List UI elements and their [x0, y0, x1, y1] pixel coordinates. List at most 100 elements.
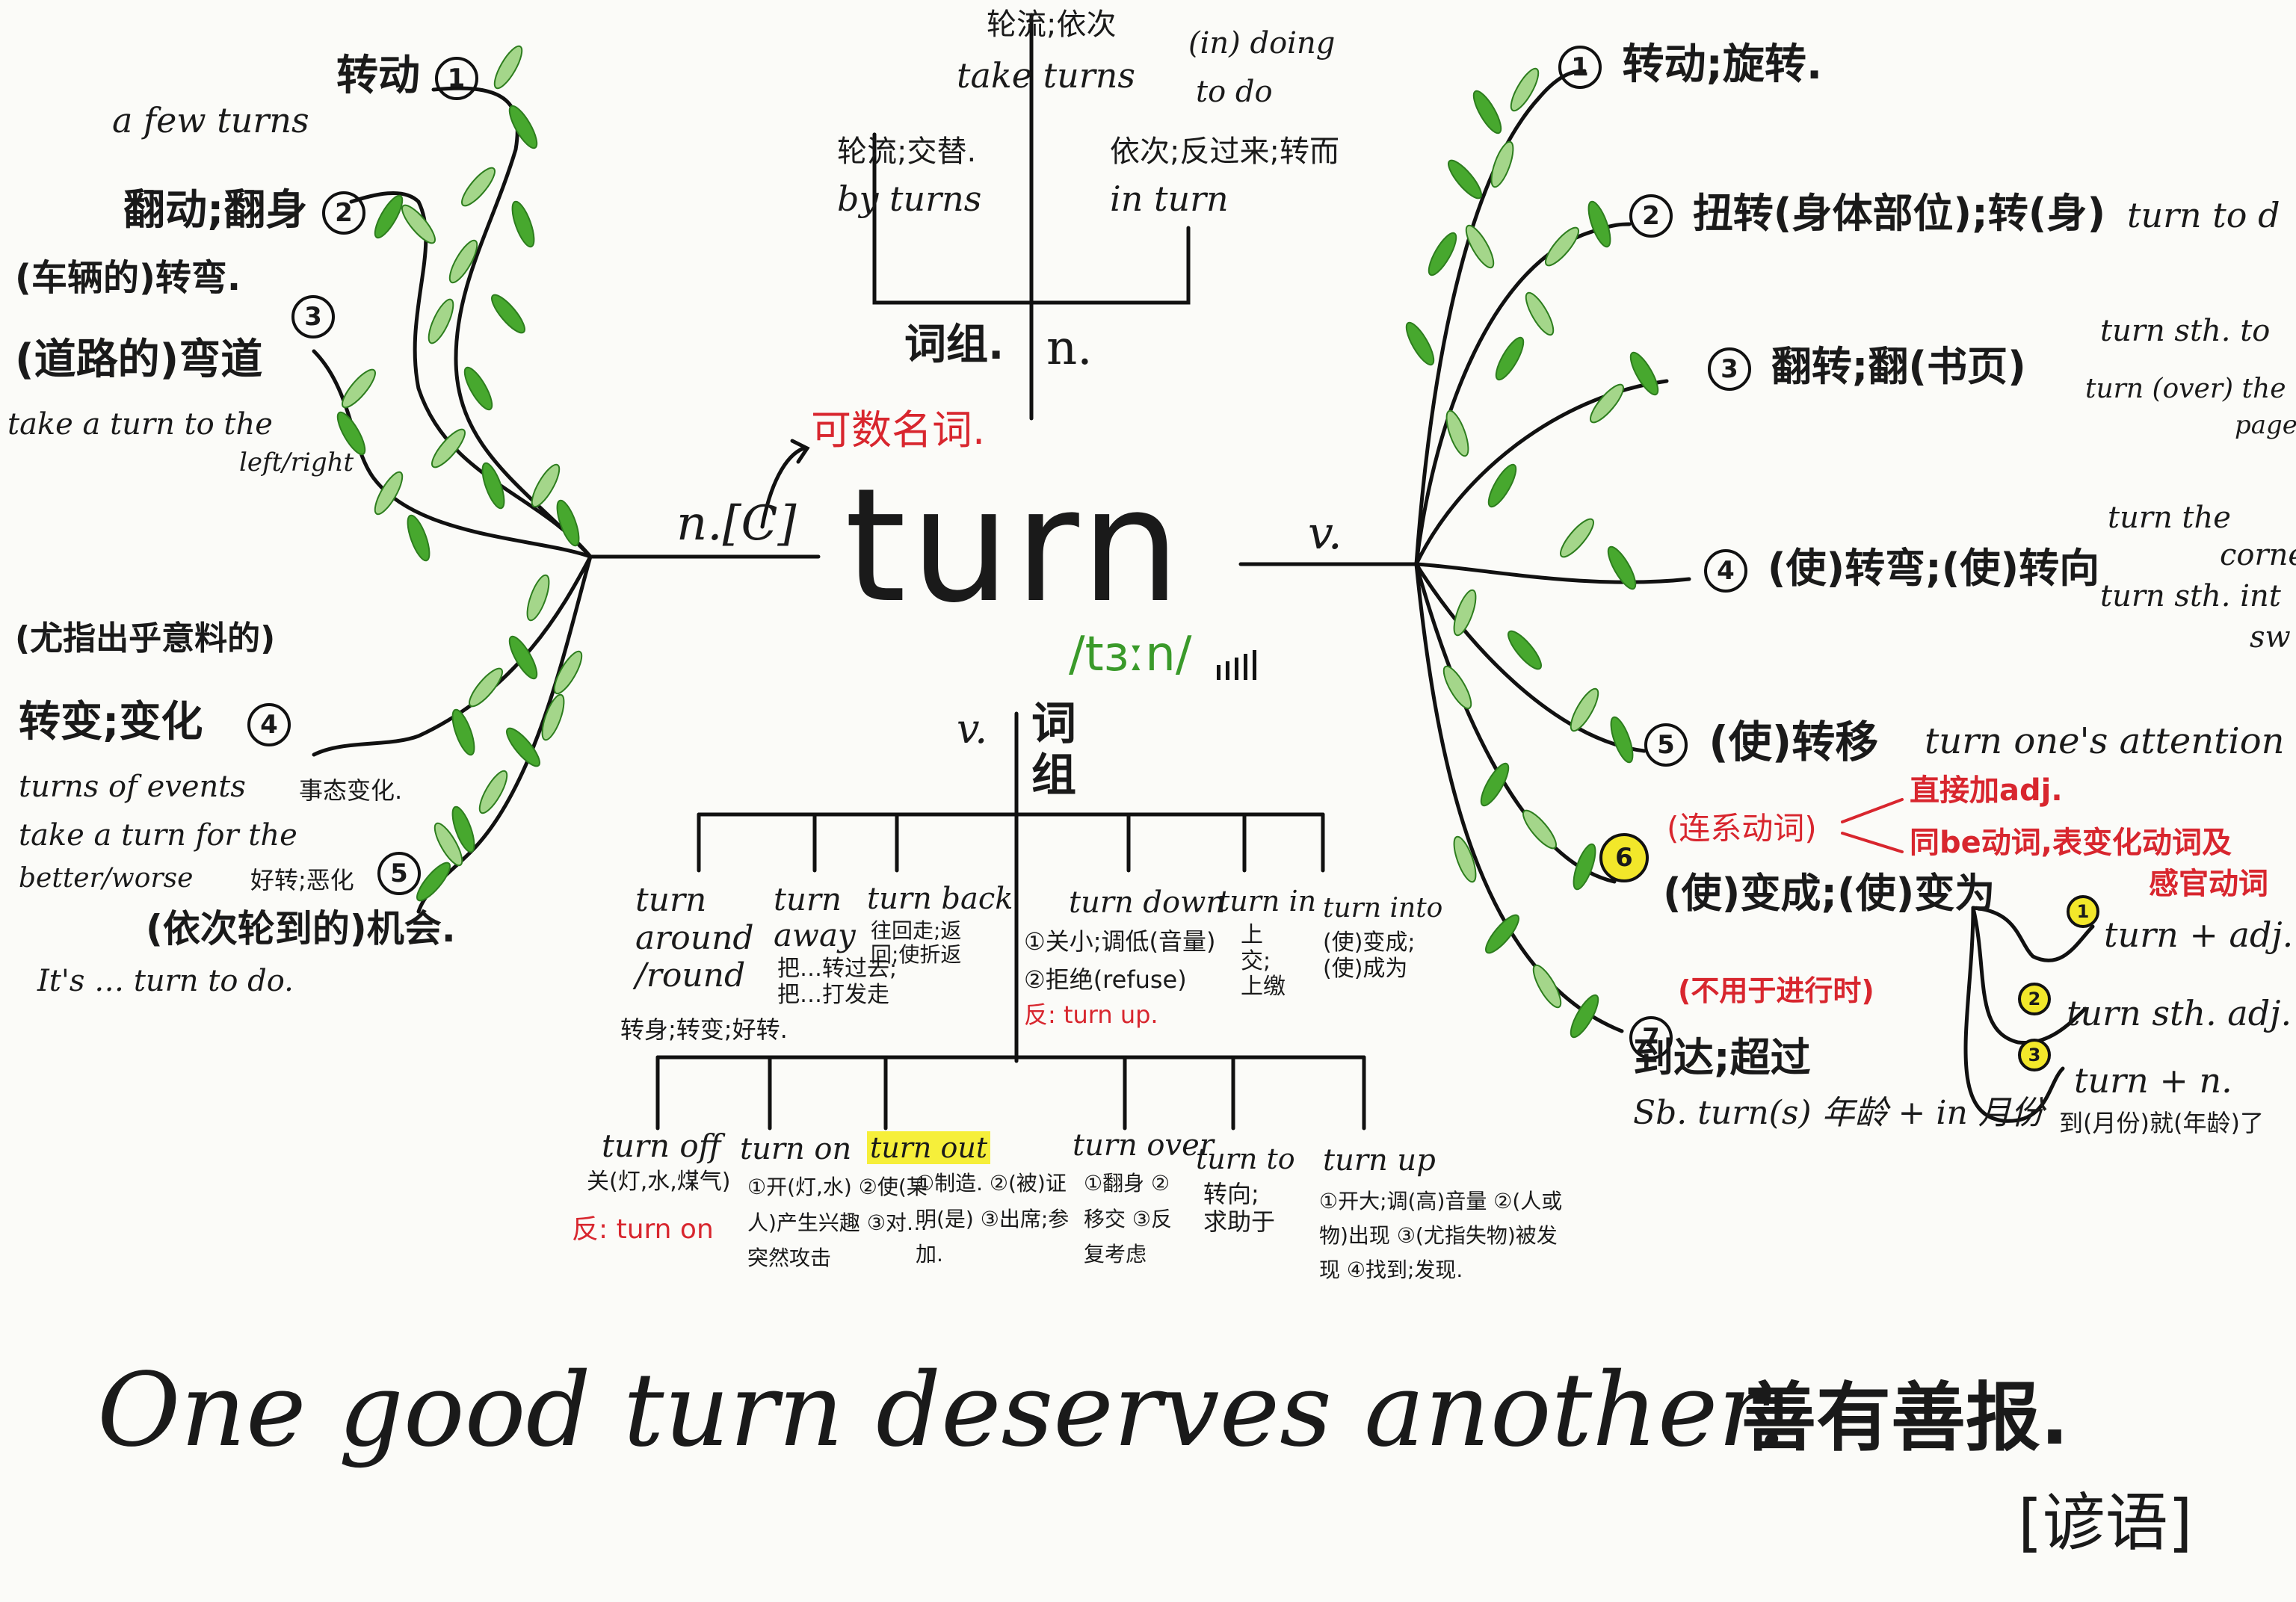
noun-sense-5-label: (依次轮到的)机会.: [146, 907, 456, 950]
verb-sense-4-ex3: turn sth. int: [2100, 579, 2281, 613]
verb-sense-6-note: (连系动词): [1667, 810, 1817, 847]
phrase-row1-2-head: turn back: [867, 882, 1013, 916]
phrase-row1-5-cn: (使)变成;(使)成为: [1323, 930, 1416, 982]
phrase-box-label-pos: n.: [1046, 321, 1093, 376]
verb-sense-6-sub3-num: 3: [2018, 1039, 2051, 1071]
verb-sense-6-sub2: turn sth. adj.: [2067, 993, 2292, 1033]
proverb-tag: [谚语]: [2018, 1486, 2193, 1559]
verb-sense-3: 3 翻转;翻(书页): [1708, 343, 2026, 392]
leaf-decoration: [407, 514, 430, 562]
leaf-decoration: [1607, 545, 1637, 590]
noun-sense-1-example: a few turns: [112, 100, 309, 140]
leaf-decoration: [508, 105, 538, 149]
phrase-row1-3-cn: ①关小;调低(音量) ②拒绝(refuse): [1024, 927, 1216, 995]
leaf-decoration: [541, 693, 565, 741]
phrase-row2-5-head: turn up: [1323, 1143, 1436, 1178]
noun-sense-5-example: It's … turn to do.: [37, 964, 294, 998]
leaf-decoration: [431, 428, 466, 468]
leaf-decoration: [1428, 232, 1457, 276]
leaf-decoration: [1442, 665, 1472, 710]
in-turn: in turn: [1110, 179, 1229, 219]
phrase-row1-1-head: turn away: [774, 881, 856, 954]
verb-sense-4-ex4: sw: [2250, 620, 2291, 655]
phrase-row2-0-head: turn off: [602, 1128, 721, 1164]
verb-sense-6-note-b: 同be动词,表变化动词及: [1910, 826, 2232, 860]
noun-sense-4-label: 转变;变化: [19, 698, 203, 746]
verb-sense-4-label: (使)转弯;(使)转向: [1767, 545, 2100, 592]
leaf-decoration: [506, 727, 540, 767]
leaf-decoration: [1453, 589, 1477, 637]
leaf-decoration: [463, 366, 493, 411]
leaf-decoration: [416, 862, 451, 902]
verb-sense-2-label: 扭转(身体部位);转(身): [1692, 190, 2106, 237]
leaf-decoration: [1405, 321, 1435, 366]
leaf-decoration: [491, 294, 525, 334]
leaf-decoration: [469, 667, 503, 708]
phrase-row2-3-cn: ①翻身 ②移交 ③反复考虑: [1084, 1171, 1173, 1267]
headword: turn: [845, 454, 1185, 637]
noun-pos-label: n.[C]: [676, 496, 797, 551]
verb-sense-6-label: (使)变成;(使)变为: [1663, 870, 1996, 917]
noun-sense-4: 转变;变化 4: [19, 698, 297, 746]
take-turns-opt1: (in) doing: [1188, 26, 1336, 61]
leaf-decoration: [1495, 336, 1525, 381]
by-turns: by turns: [837, 179, 982, 219]
leaf-decoration: [1485, 914, 1519, 954]
leaf-decoration: [1487, 463, 1517, 508]
leaf-decoration: [1525, 291, 1555, 336]
leaf-decoration: [1472, 90, 1502, 134]
leaf-decoration: [374, 194, 404, 239]
noun-sense-2-label: 翻动;翻身: [123, 186, 308, 235]
phrase-box-label-cn: 词组.: [904, 321, 1004, 369]
verb-sense-4: 4 (使)转弯;(使)转向: [1704, 545, 2099, 593]
proverb-cn: 善有善报.: [1741, 1374, 2069, 1462]
turn-out-highlight: turn out: [867, 1131, 991, 1164]
verb-sense-6-note-c: 感官动词: [2149, 867, 2268, 901]
noun-sense-3-label: (道路的)弯道: [15, 335, 263, 384]
phrase-row1-4-head: turn in: [1218, 885, 1317, 918]
noun-sense-3-num: 3: [291, 295, 335, 338]
phrase-row1-2-cn: 往回走;返回;使折返: [871, 918, 962, 968]
leaf-decoration: [1445, 409, 1469, 457]
leaf-decoration: [1465, 224, 1495, 269]
verb-sense-6-sub2-num: 2: [2018, 983, 2051, 1015]
leaf-decoration: [1590, 383, 1624, 424]
phrase-row2-2-cn: ①制造. ②(被)证明(是) ③出席;参加.: [916, 1171, 1070, 1267]
take-turns-cn: 轮流;依次: [987, 7, 1117, 42]
leaf-decoration: [1532, 964, 1562, 1009]
verb-sense-7-label: 到达;超过: [1633, 1034, 1811, 1081]
verb-sense-2-num: 2: [1629, 194, 1673, 238]
leaf-decoration: [1570, 687, 1599, 732]
phrase-row2-5-cn: ①开大;调(高)音量 ②(人或物)出现 ③(尤指失物)被发现 ④找到;发现.: [1319, 1189, 1563, 1283]
noun-sense-3-example: take a turn to the: [7, 407, 273, 442]
verb-sense-7-note: (不用于进行时): [1678, 974, 1874, 1007]
noun-sense-1: 转动 1: [336, 52, 484, 100]
phrase-row1-0-head: turn around /round: [635, 881, 754, 995]
verb-sense-4-ex1: turn the: [2108, 501, 2231, 535]
noun-sense-4-pre: (尤指出乎意料的): [15, 619, 276, 658]
leaf-decoration: [531, 463, 561, 508]
phrase-row2-0-anti: 反: turn on: [572, 1214, 714, 1245]
take-turns: take turns: [957, 55, 1135, 96]
verb-sense-3-ex3: page: [2235, 410, 2296, 440]
noun-sense-2: 翻动;翻身 2: [123, 186, 371, 235]
verb-sense-2: 2 扭转(身体部位);转(身) turn to d: [1629, 190, 2280, 238]
leaf-decoration: [461, 167, 496, 207]
leaf-decoration: [1490, 140, 1514, 188]
verb-sense-6-sub3: turn + n.: [2074, 1060, 2232, 1101]
verb-sense-3-label: 翻转;翻(书页): [1771, 343, 2026, 390]
noun-sense-1-label: 转动: [336, 52, 420, 100]
noun-sense-4-ex3: better/worse: [19, 863, 194, 894]
leaf-decoration: [1522, 809, 1557, 850]
leaf-decoration: [511, 200, 535, 248]
leaf-decoration: [336, 411, 366, 456]
leaf-decoration: [1560, 518, 1594, 558]
verb-sense-7-example: Sb. turn(s) 年龄 + in 月份: [1633, 1094, 2044, 1132]
phrase-row2-1-head: turn on: [740, 1132, 852, 1166]
leaf-decoration: [1453, 835, 1477, 883]
leaf-decoration: [556, 499, 580, 547]
leaf-decoration: [448, 239, 478, 284]
phrase-row1-5-head: turn into: [1323, 893, 1443, 924]
verb-sense-7-num: 7: [1629, 1016, 1673, 1060]
verb-sense-5-example: turn one's attention t: [1925, 720, 2296, 762]
